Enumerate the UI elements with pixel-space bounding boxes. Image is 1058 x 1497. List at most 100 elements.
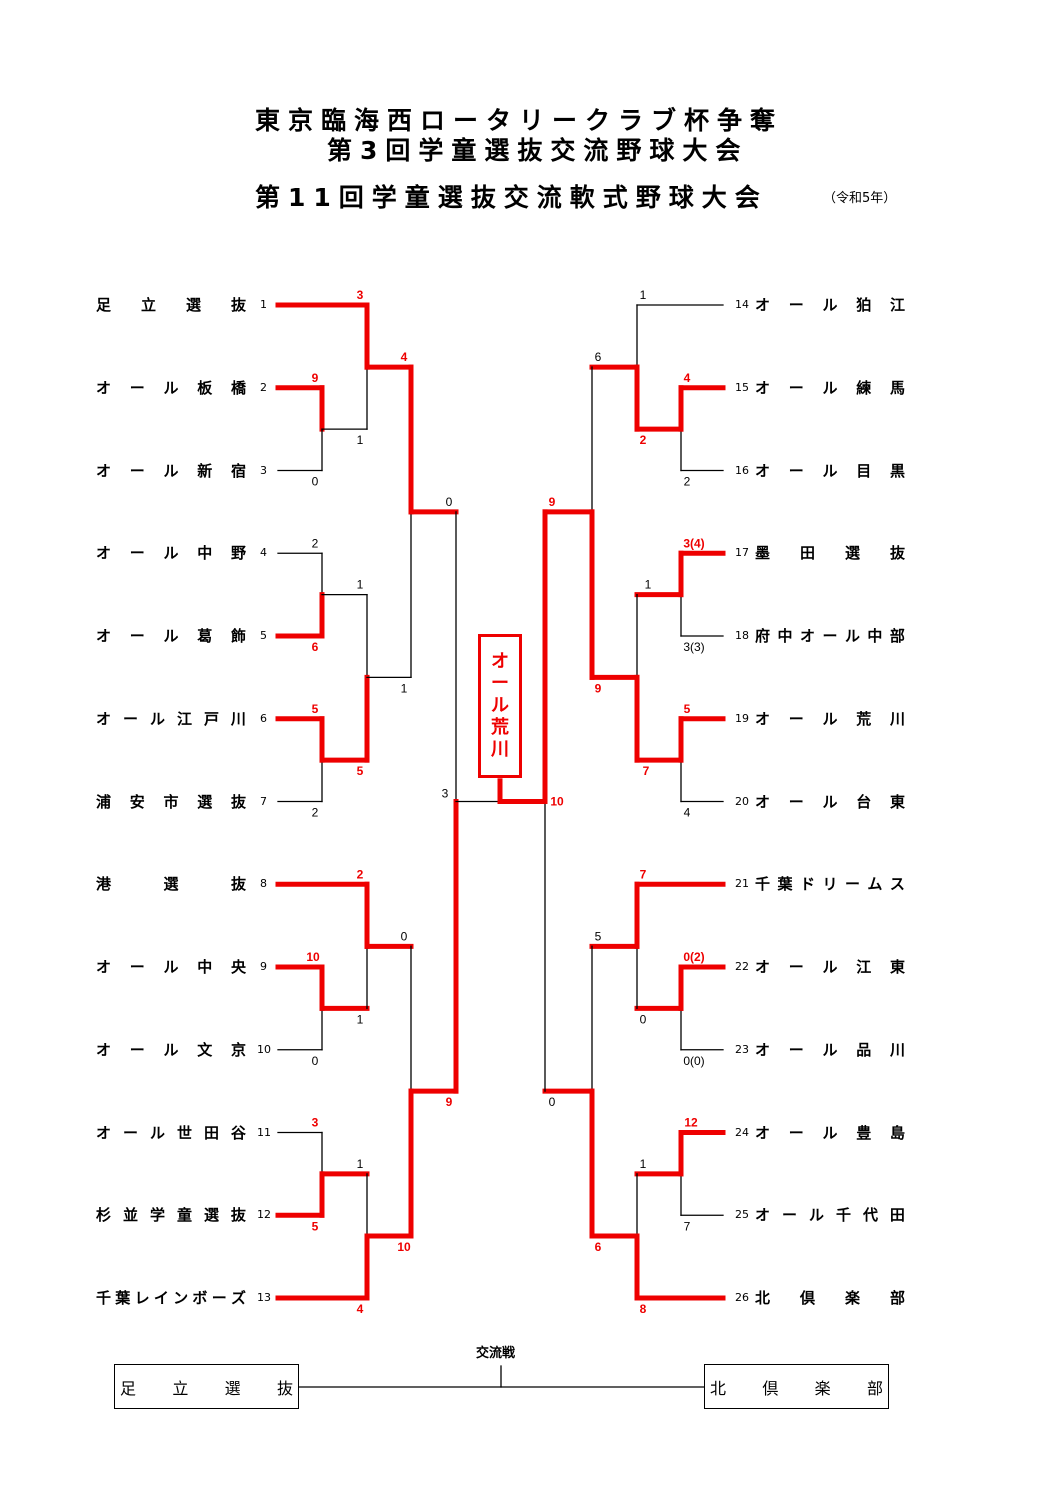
team-name-char: ー [211,1289,227,1307]
team-name-char: 抜 [230,875,246,894]
team-name-char: オ [96,627,112,645]
team-name-char: 谷 [230,1123,246,1142]
team-name: オール新宿 [96,461,246,481]
team-name-char: 抜 [230,1206,246,1225]
team-seed-number: 25 [735,1208,749,1222]
team-seed-number: 18 [735,629,749,642]
team-name-char: 選 [163,875,179,894]
team-name-char: 並 [122,1206,138,1225]
team-name-char: ボ [192,1289,208,1307]
team-name-char: 選 [197,792,213,811]
score-label: 5 [595,929,602,943]
score-label: 12 [684,1116,698,1130]
team-name-char: ル [822,709,838,728]
team-name-char: ー [788,1040,804,1059]
team-name-char: 橋 [230,378,246,397]
score-label: 5 [312,1219,319,1233]
team-name-char: 墨 [755,544,771,563]
score-label: 4 [401,350,408,364]
team-seed-number: 13 [257,1291,271,1304]
score-label: 1 [640,1157,647,1171]
team-name: オール江東 [755,957,905,977]
score-label: 1 [357,433,364,447]
team-name-char: オ [755,792,771,811]
team-name-char: 学 [149,1206,165,1225]
score-label: 2 [684,475,691,489]
score-label: 0 [401,929,408,943]
score-label: 9 [446,1095,453,1109]
team-name-char: 馬 [889,378,905,397]
score-label: 7 [643,764,650,778]
team-name-char: ー [129,544,145,563]
team-name-char: 部 [889,627,905,645]
team-name-char: 中 [777,627,793,645]
team-name-char: 選 [203,1206,219,1225]
exchange-team-char: 北 [710,1378,727,1398]
team-name-char: オ [755,1123,771,1142]
team-name-char: 立 [140,296,156,314]
score-label: 9 [549,495,556,509]
team-name-char: 足 [96,296,112,314]
score-label: 6 [312,640,319,654]
team-name-char: 狛 [856,296,872,314]
score-label: 5 [357,764,364,778]
team-name-char: ー [129,1040,145,1059]
team-name-char: 葛 [197,627,213,645]
team-name-char: オ [799,627,815,645]
exchange-left-team: 足立選抜 [114,1364,299,1409]
team-seed-number: 8 [260,877,267,891]
champion-name-char: 川 [491,739,509,760]
team-name-char: 千 [96,1289,112,1307]
score-label: 7 [640,867,647,881]
team-name-char: 倶 [799,1289,815,1307]
team-name: オール板橋 [96,378,246,398]
team-name: 千葉レインボーズ [96,1288,246,1308]
team-seed-number: 26 [735,1291,749,1304]
team-name-char: ン [173,1289,189,1307]
score-label: 1 [401,681,408,695]
team-name: オール品川 [755,1040,905,1060]
team-name-char: 代 [862,1206,878,1225]
team-name-char: ル [163,627,179,645]
team-name-char: レ [134,1289,150,1307]
team-seed-number: 24 [735,1125,749,1139]
team-seed-number: 23 [735,1042,749,1056]
team-name-char: 世 [176,1123,192,1142]
team-name-char: ル [822,461,838,480]
team-name: 府中オール中部 [755,626,905,646]
team-name: オール世田谷 [96,1123,246,1143]
score-label: 4 [684,806,691,820]
team-name: オール中央 [96,957,246,977]
team-name-char: ー [788,709,804,728]
team-name-char: 江 [176,709,192,728]
team-name-char: 田 [203,1123,219,1142]
team-name-char: 川 [230,709,246,728]
team-name-char: 安 [129,792,145,811]
team-name-char: ル [822,1123,838,1142]
score-label: 8 [640,1302,647,1316]
team-name-char: 荒 [856,709,872,728]
team-name-char: 江 [856,958,872,976]
team-name-char: 黒 [889,461,905,480]
score-label: 0 [446,495,453,509]
team-name-char: ル [822,792,838,811]
team-name-char: ー [788,296,804,314]
team-name-char: 杉 [96,1206,112,1225]
team-name-char: ー [788,461,804,480]
score-label: 7 [684,1219,691,1233]
score-label: 3(4) [683,536,704,550]
team-name-char: 部 [889,1289,905,1307]
exchange-team-char: 倶 [762,1378,779,1398]
team-name-char: 浦 [96,792,112,811]
score-label: 1 [357,1157,364,1171]
team-name-char: 田 [799,544,815,563]
team-seed-number: 2 [260,380,267,394]
champion-box: オール荒川 [478,634,522,778]
team-name-char: 田 [889,1206,905,1225]
score-label: 5 [684,702,691,716]
score-label: 6 [595,350,602,364]
team-name-char: 宿 [230,461,246,480]
team-name-char: ー [788,378,804,397]
team-name-char: ド [799,875,815,894]
team-seed-number: 22 [735,960,749,973]
